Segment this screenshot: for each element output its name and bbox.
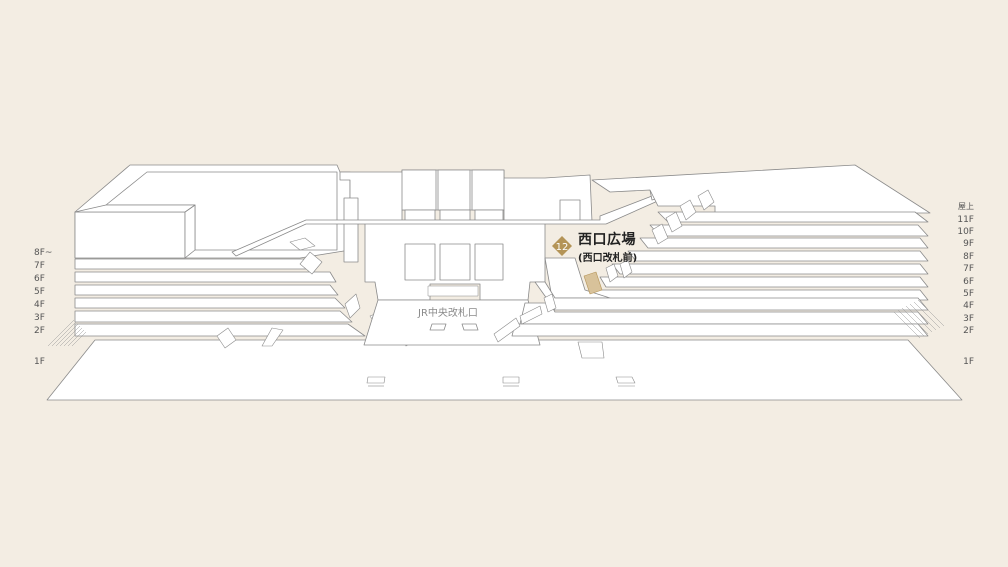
floor-label-left-8f: 8F~ bbox=[34, 248, 53, 258]
floor-label-right-4f: 4F bbox=[963, 301, 974, 311]
floor-label-right-3f: 3F bbox=[963, 314, 974, 324]
right-stair-hatch bbox=[893, 299, 945, 339]
floor-label-right-8f: 8F bbox=[963, 252, 974, 262]
floor-label-right-11f: 11F bbox=[957, 215, 974, 225]
floor-label-right-9f: 9F bbox=[963, 239, 974, 249]
floor-label-right-1f: 1F bbox=[963, 357, 974, 367]
floor-label-right-2f: 2F bbox=[963, 326, 974, 336]
floor-label-left-3f: 3F bbox=[34, 313, 45, 323]
floor-label-right-7f: 7F bbox=[963, 264, 974, 274]
left-wing-floors bbox=[74, 258, 366, 337]
floor-label-left-2f: 2F bbox=[34, 326, 45, 336]
left-wing-top bbox=[74, 164, 351, 259]
location-number: 12 bbox=[556, 242, 569, 253]
floor-label-left-5f: 5F bbox=[34, 287, 45, 297]
entrance-marks bbox=[366, 376, 636, 387]
central-concourse bbox=[339, 169, 593, 346]
floor-label-left-6f: 6F bbox=[34, 274, 45, 284]
right-wing-floors bbox=[511, 164, 931, 337]
floor-label-left-7f: 7F bbox=[34, 261, 45, 271]
floor-label-right-5f: 5F bbox=[963, 289, 974, 299]
floor-label-left-4f: 4F bbox=[34, 300, 45, 310]
location-name: 西口広場 bbox=[578, 232, 636, 248]
left-stair-hatch bbox=[47, 319, 87, 347]
location-marker-icon[interactable]: 12 bbox=[552, 236, 572, 256]
floor-1f-slab bbox=[46, 339, 963, 401]
floor-label-right-rooftop: 屋上 bbox=[958, 202, 974, 211]
floor-label-right-10f: 10F bbox=[957, 227, 974, 237]
location-subtitle: (西口改札前) bbox=[578, 253, 638, 264]
floor-label-left-1f: 1F bbox=[34, 357, 45, 367]
highlight-stair bbox=[583, 271, 603, 295]
gate-label: JR中央改札口 bbox=[418, 308, 478, 319]
right-stairs bbox=[493, 189, 715, 359]
floor-label-right-6f: 6F bbox=[963, 277, 974, 287]
